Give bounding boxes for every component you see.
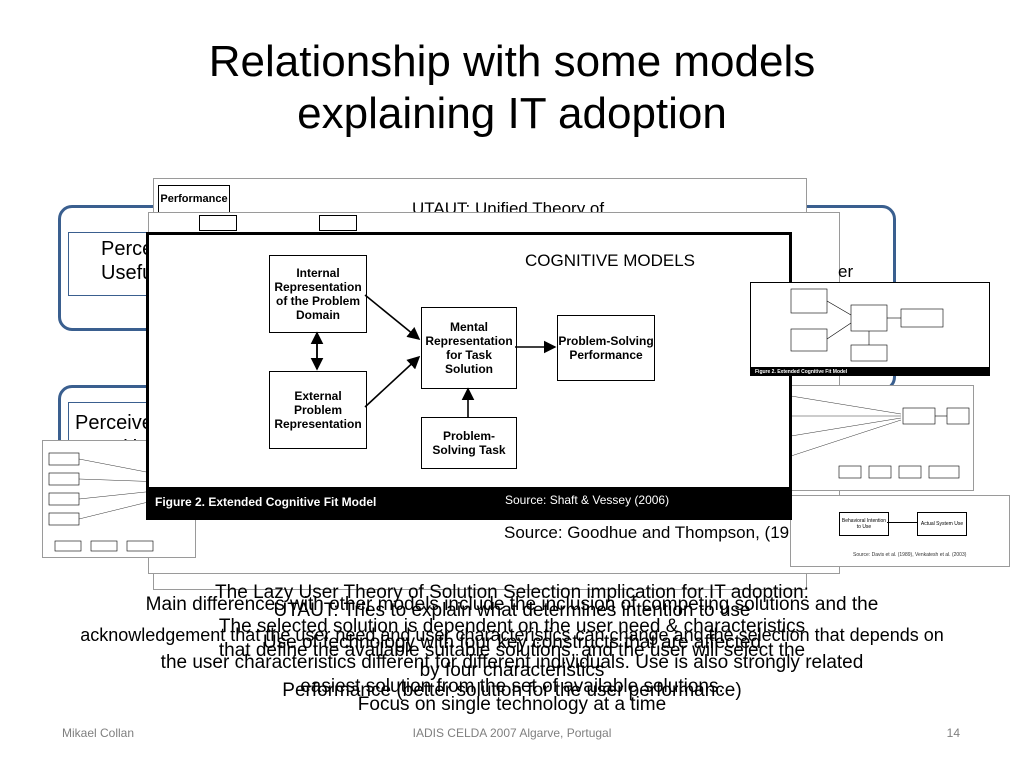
goodhue-performance-box (319, 215, 357, 231)
er-fragment: er (838, 262, 854, 281)
overlap-line-c: acknowledgement that the user need and u… (80, 625, 944, 645)
behavioral-intention-box: Behavioral Intention to Use (839, 512, 889, 536)
davis-arrow (887, 522, 917, 523)
goodhue-source: Source: Goodhue and Thompson, (1995) (504, 523, 814, 542)
cognitive-thumbnail: Figure 2. Extended Cognitive Fit Model (750, 282, 990, 376)
footer-author: Mikael Collan (62, 726, 135, 740)
overlap-line-e: Performance (better solution for the use… (282, 680, 742, 701)
thumbnail-caption: Figure 2. Extended Cognitive Fit Model (755, 369, 848, 375)
cognitive-caption-bar: Figure 2. Extended Cognitive Fit Model S… (149, 487, 789, 517)
footer-page-number: 14 (946, 726, 960, 740)
slide-title-line-2: explaining IT adoption (297, 89, 727, 138)
tam-perceived-usefulness-box: Perce Usefu (68, 232, 148, 296)
problem-solving-performance-box: Problem-Solving Performance (557, 315, 655, 381)
slide-title-line-1: Relationship with some models (208, 37, 816, 86)
cognitive-models-panel: COGNITIVE MODELS Internal Representation… (146, 232, 792, 520)
mental-representation-box: Mental Representation for Task Solution (421, 307, 517, 389)
overlap-line-h: that define the available suitable solut… (218, 640, 806, 661)
overlap-line-d: the user characteristics different for d… (160, 652, 864, 673)
davis-thumb: Behavioral Intention to Use Actual Syste… (790, 495, 1010, 567)
external-representation-box: External Problem Representation (269, 371, 367, 449)
overlap-line-i: easiest solution from the set of availab… (300, 676, 724, 697)
footer-conference: IADIS CELDA 2007 Algarve, Portugal (412, 726, 612, 740)
utaut-right-diagram (791, 395, 970, 479)
goodhue-task-box (199, 215, 237, 231)
cognitive-models-heading: COGNITIVE MODELS (525, 251, 696, 270)
thumbnail-caption-bar: Figure 2. Extended Cognitive Fit Model (751, 367, 989, 375)
utaut-left-diagram (48, 452, 194, 552)
cognitive-thumbnail-diagram (790, 288, 944, 362)
cognitive-arrows (310, 294, 557, 417)
overlap-line-k: Use of technology with four key construc… (262, 632, 762, 653)
overlap-line-l: by four characteristics (419, 660, 605, 681)
tam-label-usefu: Usefu (101, 262, 147, 284)
tam-label-perceive: Perceive (75, 412, 148, 434)
davis-source: Source: Davis et al. (1989), Venkatesh e… (853, 552, 967, 558)
internal-representation-box: Internal Representation of the Problem D… (269, 255, 367, 333)
overlap-line-f: Focus on single technology at a time (357, 694, 667, 715)
overlap-line-a: The Lazy User Theory of Solution Selecti… (215, 582, 809, 603)
tam-label-perce: Perce (101, 238, 147, 260)
actual-system-use-box: Actual System Use (917, 512, 967, 536)
cognitive-figure-caption: Figure 2. Extended Cognitive Fit Model (155, 495, 377, 509)
overlap-line-g: The selected solution is dependent on th… (218, 616, 806, 637)
cognitive-source: Source: Shaft & Vessey (2006) (505, 493, 670, 507)
performance-box: Performance (158, 185, 230, 213)
slide-title: Relationship with some models explaining… (0, 36, 1024, 140)
problem-solving-task-box: Problem-Solving Task (421, 417, 517, 469)
utaut-right-thumb (790, 385, 974, 491)
overlap-line-j: UTAUT: Tries to explain what determines … (273, 600, 751, 621)
overlap-line-b: Main differences with other models inclu… (145, 594, 879, 615)
